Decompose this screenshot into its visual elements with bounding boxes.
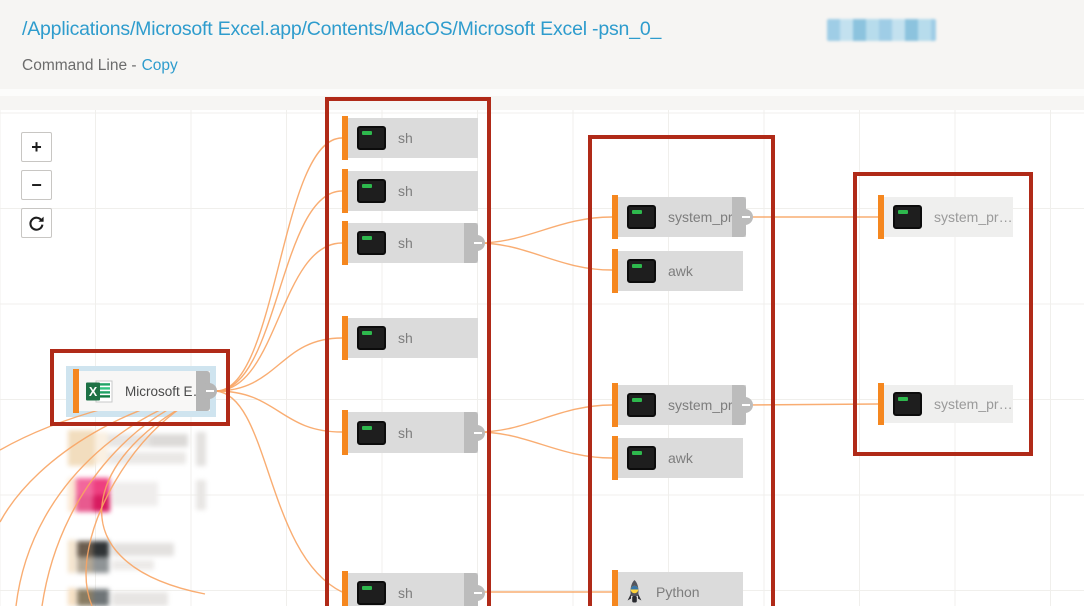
process-label: sh [398,130,413,146]
redacted-psn-value [827,19,936,41]
collapse-handle[interactable] [464,412,485,453]
collapse-minus-icon [742,404,750,406]
terminal-icon [627,393,656,417]
process-node-sysproc-2[interactable]: system_pr… [612,383,753,427]
command-line-caption: Command Line -Copy [22,57,178,75]
process-accent-bar [342,116,348,160]
process-accent-bar [342,410,348,455]
process-accent-bar [878,383,884,425]
process-node-sh-6[interactable]: sh [342,571,485,606]
process-node-awk-2[interactable]: awk [612,436,743,480]
collapse-minus-icon [474,592,482,594]
collapse-handle[interactable] [464,223,485,263]
process-accent-bar [342,571,348,606]
terminal-icon [357,126,386,150]
minus-icon: − [31,174,42,195]
process-node-sh-2[interactable]: sh [342,169,478,213]
process-label: sh [398,183,413,199]
collapse-minus-icon [206,390,214,392]
process-accent-bar [612,383,618,427]
process-label: awk [668,450,693,466]
process-node-sysproc-4[interactable]: system_pr… [878,383,1013,425]
process-node-sh-1[interactable]: sh [342,116,478,160]
excel-icon: X [86,380,113,403]
process-node-python[interactable]: Python [612,570,743,606]
process-label: system_pr… [668,209,746,225]
collapse-minus-icon [474,242,482,244]
process-accent-bar [612,195,618,239]
process-accent-bar [612,570,618,606]
command-line-caption-label: Command Line - [22,57,137,74]
collapse-handle[interactable] [196,371,217,411]
terminal-icon [357,231,386,255]
process-label: system_pr… [934,209,1013,225]
process-accent-bar [73,369,79,413]
svg-text:X: X [89,385,98,399]
terminal-icon [357,581,386,605]
python-rocket-icon [625,579,644,605]
process-node-excel[interactable]: X Microsoft E… [73,369,217,413]
process-label: sh [398,330,413,346]
zoom-out-button[interactable]: − [21,170,52,200]
process-accent-bar [342,169,348,213]
process-accent-bar [878,195,884,239]
terminal-icon [357,179,386,203]
process-node-awk-1[interactable]: awk [612,249,743,293]
command-line-title: /Applications/Microsoft Excel.app/Conten… [22,18,662,40]
process-label: Microsoft E… [125,383,207,399]
process-accent-bar [342,221,348,265]
refresh-button[interactable] [21,208,52,238]
terminal-icon [627,205,656,229]
process-accent-bar [342,316,348,360]
process-label: system_pr… [934,396,1013,412]
process-node-sh-3[interactable]: sh [342,221,485,265]
terminal-icon [627,446,656,470]
refresh-icon [28,215,45,232]
collapse-minus-icon [474,431,482,434]
process-node-sysproc-1[interactable]: system_pr… [612,195,753,239]
process-accent-bar [612,249,618,293]
graph-canvas[interactable] [0,110,1084,606]
zoom-in-button[interactable]: + [21,132,52,162]
header: /Applications/Microsoft Excel.app/Conten… [0,0,1084,110]
collapse-handle[interactable] [464,573,485,606]
collapse-minus-icon [742,216,750,218]
process-accent-bar [612,436,618,480]
process-label: sh [398,235,413,251]
process-node-sh-4[interactable]: sh [342,316,478,360]
plus-icon: + [31,136,42,157]
process-node-sh-5[interactable]: sh [342,410,485,455]
process-node-sysproc-3[interactable]: system_pr… [878,195,1013,239]
collapse-handle[interactable] [732,197,753,237]
graph-controls: + − [21,132,52,238]
terminal-icon [357,326,386,350]
header-divider [0,89,1084,96]
copy-link[interactable]: Copy [141,57,178,74]
terminal-icon [893,392,922,416]
process-label: awk [668,263,693,279]
terminal-icon [357,420,386,445]
process-label: system_pr… [668,397,746,413]
process-label: sh [398,424,413,441]
process-label: sh [398,585,413,601]
collapse-handle[interactable] [732,385,753,425]
process-label: Python [656,584,700,600]
terminal-icon [893,205,922,229]
terminal-icon [627,259,656,283]
